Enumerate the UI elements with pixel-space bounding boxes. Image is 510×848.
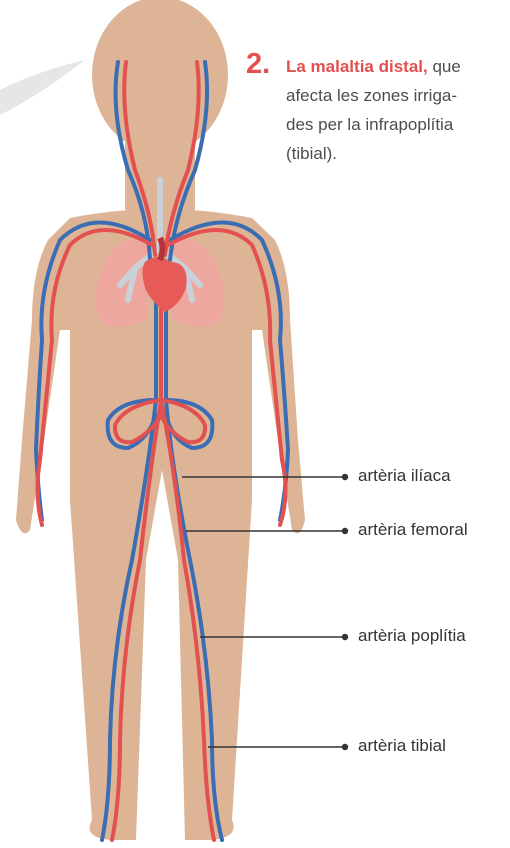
leader-dots — [342, 474, 348, 750]
note-line-1: La malaltia distal, que — [286, 52, 461, 81]
label-iliac-artery: artèria ilíaca — [358, 466, 451, 486]
decorative-shadow — [0, 60, 85, 115]
note-line-1-rest: que — [428, 57, 461, 76]
note-line-3: des per la infrapoplítia — [286, 110, 453, 139]
note-line-2: afecta les zones irriga- — [286, 81, 457, 110]
dot-iliac — [342, 474, 348, 480]
note-lead: La malaltia distal, — [286, 57, 428, 76]
label-popliteal-artery: artèria poplítia — [358, 626, 466, 646]
dot-femoral — [342, 528, 348, 534]
label-tibial-artery: artèria tibial — [358, 736, 446, 756]
dot-tibial — [342, 744, 348, 750]
body-silhouette — [16, 0, 305, 840]
label-femoral-artery: artèria femoral — [358, 520, 468, 540]
dot-popliteal — [342, 634, 348, 640]
note-line-4: (tibial). — [286, 139, 337, 168]
note-number: 2. — [246, 50, 270, 79]
